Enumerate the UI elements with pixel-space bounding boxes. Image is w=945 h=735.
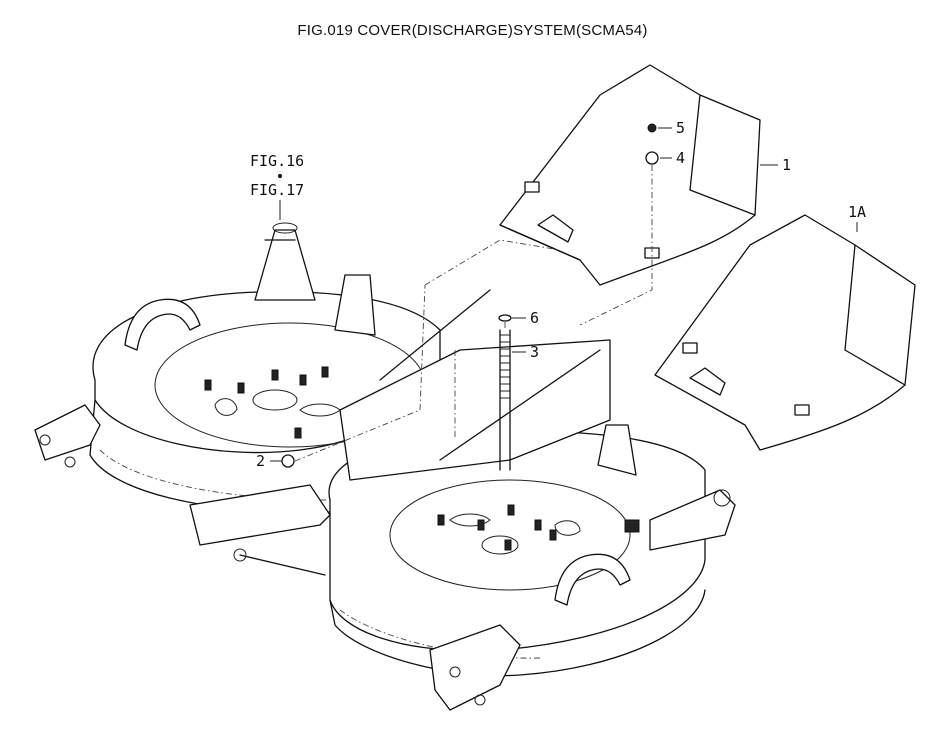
fasteners	[281, 123, 659, 471]
callout-labels: 1 1A 2 3 4 5 6 FIG.16 FIG.17	[250, 119, 866, 470]
callout-4: 4	[676, 149, 685, 167]
part-2-nut	[281, 454, 295, 468]
leader-lines	[270, 127, 858, 462]
figure-title: FIG.019 COVER(DISCHARGE)SYSTEM(SCMA54)	[297, 22, 648, 39]
discharge-cover-1A	[654, 214, 916, 451]
callout-3: 3	[530, 343, 539, 361]
part-6-washer	[498, 314, 512, 322]
callout-5: 5	[676, 119, 685, 137]
part-4-nut	[645, 151, 659, 165]
mower-deck	[34, 222, 736, 711]
callout-6: 6	[530, 309, 539, 327]
callout-2: 2	[256, 452, 265, 470]
part-5-nut	[647, 123, 657, 133]
part-3-stud	[499, 329, 511, 471]
callout-1A: 1A	[848, 203, 866, 221]
figure-ref-16: FIG.16	[250, 152, 304, 170]
callout-1: 1	[782, 156, 791, 174]
figure-ref-17: FIG.17	[250, 181, 304, 199]
assembly-lines	[294, 165, 653, 462]
discharge-cover-1	[499, 64, 761, 286]
